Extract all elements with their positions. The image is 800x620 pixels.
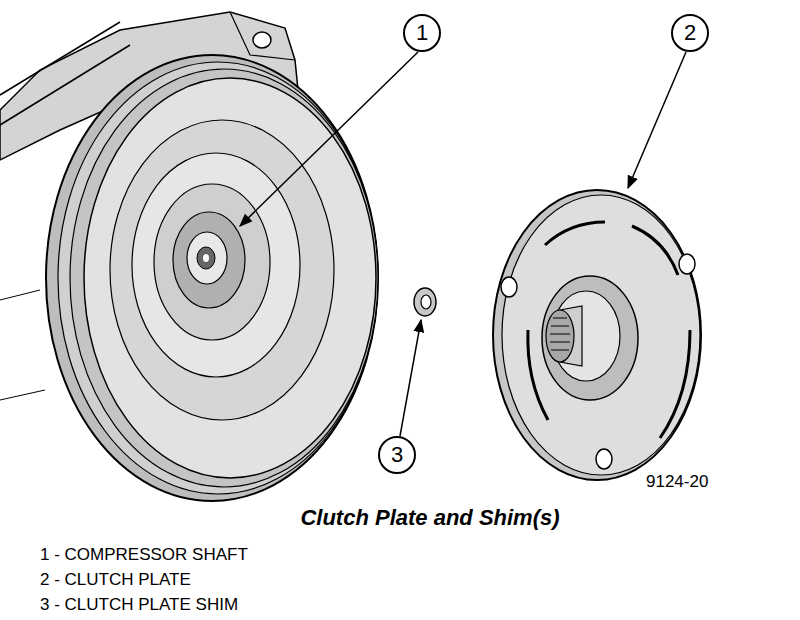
shim-hole xyxy=(421,295,431,309)
pulley-ring xyxy=(154,184,270,340)
figure-caption: Clutch Plate and Shim(s) xyxy=(300,505,559,530)
callout-number: 2 xyxy=(684,20,696,45)
pulley-groove xyxy=(70,69,378,487)
compressor-shaft xyxy=(187,232,227,284)
legend-line: 3 - CLUTCH PLATE SHIM xyxy=(40,595,238,615)
shaft-center xyxy=(203,254,209,262)
leader-line xyxy=(240,52,418,226)
callout-number: 1 xyxy=(416,20,428,45)
spline-lines xyxy=(550,318,570,350)
plate-edge xyxy=(493,190,701,480)
pulley-rim xyxy=(46,55,378,501)
plate-hub xyxy=(542,276,638,400)
pulley-face xyxy=(84,78,376,478)
callout-circle xyxy=(379,437,415,473)
pulley-ring xyxy=(132,153,300,377)
clutch-plate xyxy=(493,190,701,480)
plate-hole xyxy=(501,277,517,297)
pulley-groove xyxy=(58,62,378,494)
legend-line: 2 - CLUTCH PLATE xyxy=(40,570,191,590)
figure-number: 9124-20 xyxy=(646,472,708,492)
plate-slot xyxy=(545,222,605,245)
clutch-plate-shim xyxy=(414,288,436,316)
leader-line xyxy=(400,320,421,436)
splined-bore xyxy=(546,310,574,362)
clutch-pulley xyxy=(46,55,378,501)
plate-hole xyxy=(596,449,612,469)
shim-outer xyxy=(414,288,436,316)
plate-slot xyxy=(632,226,678,275)
callouts xyxy=(240,15,708,473)
callout-circle xyxy=(672,15,708,51)
callout-circle xyxy=(404,15,440,51)
plate-face xyxy=(502,195,700,475)
shaft-end xyxy=(197,247,215,269)
callout-number: 3 xyxy=(391,442,403,467)
pulley-ring xyxy=(110,120,334,420)
housing-edge xyxy=(230,12,295,60)
leader-line xyxy=(628,52,686,188)
mount-hole xyxy=(253,32,271,48)
shaft-seat xyxy=(173,212,245,308)
legend-line: 1 - COMPRESSOR SHAFT xyxy=(40,545,248,565)
housing-edge xyxy=(0,290,45,400)
plate-hole xyxy=(679,254,695,274)
belt-line xyxy=(0,22,120,95)
plate-slot xyxy=(660,330,690,438)
